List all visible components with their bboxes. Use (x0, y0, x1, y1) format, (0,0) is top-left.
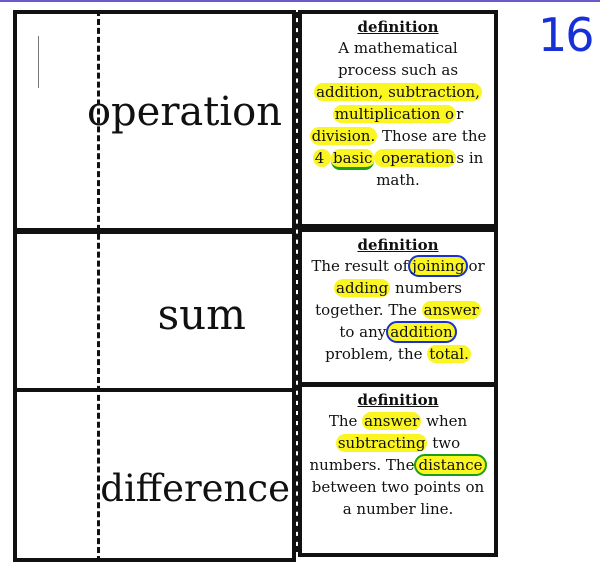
definition-line: division. Those are the (302, 125, 494, 147)
definition-line: addition, subtraction, (302, 81, 494, 103)
definition-text-segment: a number line. (342, 500, 454, 518)
highlighted-text: adding (334, 279, 391, 297)
definition-text-segment: process such as (337, 61, 459, 79)
definition-text-segment: to any (339, 323, 387, 341)
definition-text-segment: when (421, 412, 468, 430)
highlighted-text: basic (331, 149, 375, 170)
highlighted-text: total. (427, 345, 471, 363)
fold-line (97, 10, 100, 562)
term-box-sum: sum (13, 230, 296, 392)
definition-heading: definition (357, 18, 439, 36)
highlighted-text: multiplication o (332, 105, 457, 123)
highlighted-text: answer (362, 412, 422, 430)
definition-line: The answer when (302, 410, 494, 432)
highlighted-text: joining (408, 255, 469, 277)
definition-text-segment: two (427, 434, 461, 452)
definition-line: together. The answer (302, 299, 494, 321)
top-rule (0, 0, 600, 2)
definition-text-segment: s in (456, 149, 484, 167)
definition-text-segment: between two points on (311, 478, 485, 496)
definition-text-segment: Those are the (377, 127, 487, 145)
term-box-operation: operation (13, 10, 296, 232)
definition-text-segment: problem, the (325, 345, 428, 363)
definition-heading: definition (357, 391, 439, 409)
definition-text-segment: numbers (390, 279, 462, 297)
definition-line: subtracting two (302, 432, 494, 454)
highlighted-text: operation (374, 149, 457, 167)
definition-text-segment: math. (376, 171, 420, 189)
definition-text-segment: A mathematical (338, 39, 458, 57)
definition-text-segment: The (328, 412, 363, 430)
term-box-difference: difference (13, 388, 296, 562)
highlighted-text: addition, subtraction, (314, 83, 482, 101)
term-word: operation (86, 89, 282, 135)
highlighted-text: 4 (312, 149, 331, 167)
definition-text-segment: together. The (315, 301, 422, 319)
page-number: 16 (538, 8, 595, 62)
definition-text-segment: numbers. The (309, 456, 415, 474)
highlighted-text: subtracting (335, 434, 428, 452)
highlighted-text: distance (414, 454, 487, 476)
definition-box-operation: definition A mathematical process such as… (298, 10, 498, 228)
text-cursor (38, 36, 39, 88)
highlighted-text: addition (386, 321, 457, 343)
definition-line: math. (302, 169, 494, 191)
definition-heading: definition (357, 236, 439, 254)
definition-line: a number line. (302, 498, 494, 520)
term-word: sum (157, 290, 246, 339)
cut-line (296, 12, 298, 552)
definition-text: A mathematical process such as addition, s… (302, 37, 494, 191)
definition-line: A mathematical (302, 37, 494, 59)
definition-text-segment: The result of (311, 257, 409, 275)
definition-line: problem, the total. (302, 343, 494, 365)
definition-line: adding numbers (302, 277, 494, 299)
term-word: difference (100, 467, 290, 510)
highlighted-text: answer (421, 301, 481, 319)
definition-line: process such as (302, 59, 494, 81)
definition-line: between two points on (302, 476, 494, 498)
definition-text-segment: or (468, 257, 485, 275)
definition-text-segment: r (456, 105, 464, 123)
highlighted-text: division. (309, 127, 378, 145)
